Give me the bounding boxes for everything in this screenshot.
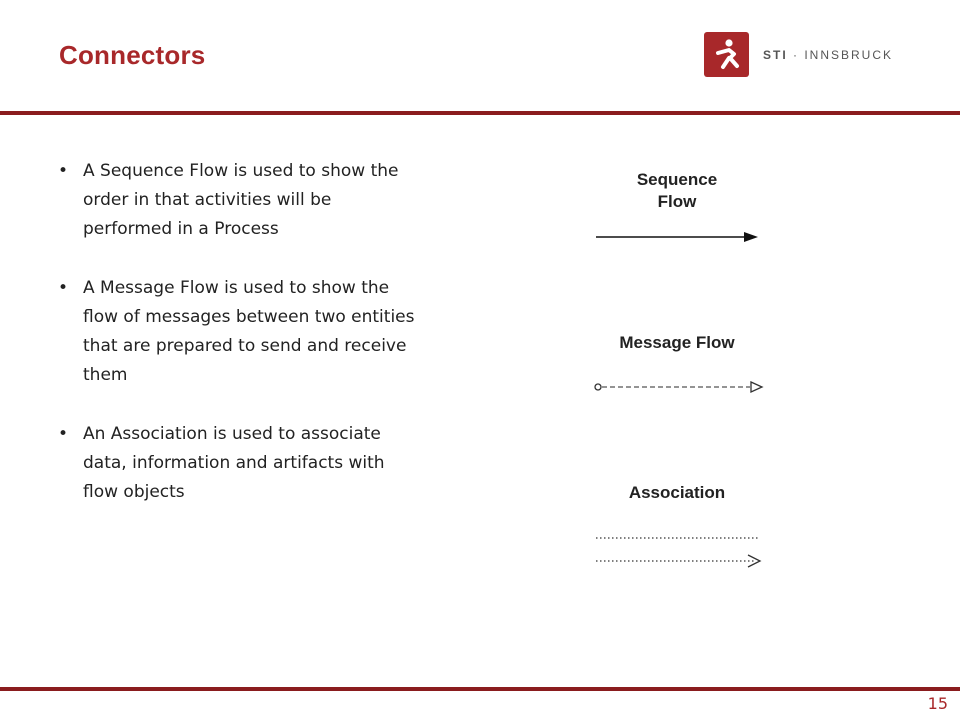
sequence-flow-label-line1: Sequence	[637, 170, 717, 189]
bullet-marker: •	[58, 424, 69, 444]
bullet-text: A Message Flow is used to show the flow …	[83, 278, 415, 385]
message-flow-label: Message Flow	[619, 333, 735, 352]
bullet-marker: •	[58, 161, 69, 181]
bullet-item: • A Message Flow is used to show the flo…	[58, 274, 418, 390]
association-arrow	[596, 554, 762, 568]
slide-title: Connectors	[59, 40, 206, 70]
connector-diagram-svg: Sequence Flow Message Flow Association	[594, 170, 764, 568]
bullet-text: A Sequence Flow is used to show the orde…	[83, 161, 399, 239]
bullet-marker: •	[58, 278, 69, 298]
sti-innsbruck-logo: STI · INNSBRUCK	[704, 32, 893, 77]
bullet-list: • A Sequence Flow is used to show the or…	[58, 157, 418, 537]
bullet-item: • An Association is used to associate da…	[58, 420, 418, 507]
sti-logo-icon	[704, 32, 749, 77]
logo-brand: STI	[763, 47, 788, 62]
association-label: Association	[629, 483, 725, 502]
logo-name: INNSBRUCK	[804, 47, 894, 62]
page-number: 15	[927, 694, 948, 713]
logo-wordmark: STI · INNSBRUCK	[763, 48, 893, 62]
header-divider	[0, 111, 960, 115]
bullet-item: • A Sequence Flow is used to show the or…	[58, 157, 418, 244]
sequence-flow-label-line2: Flow	[658, 192, 697, 211]
footer-divider	[0, 687, 960, 691]
connector-diagram: Sequence Flow Message Flow Association	[570, 160, 790, 580]
bullet-text: An Association is used to associate data…	[83, 424, 385, 502]
logo-separator: ·	[787, 47, 805, 62]
message-flow-arrow	[594, 380, 764, 394]
sequence-flow-arrow	[596, 232, 758, 242]
